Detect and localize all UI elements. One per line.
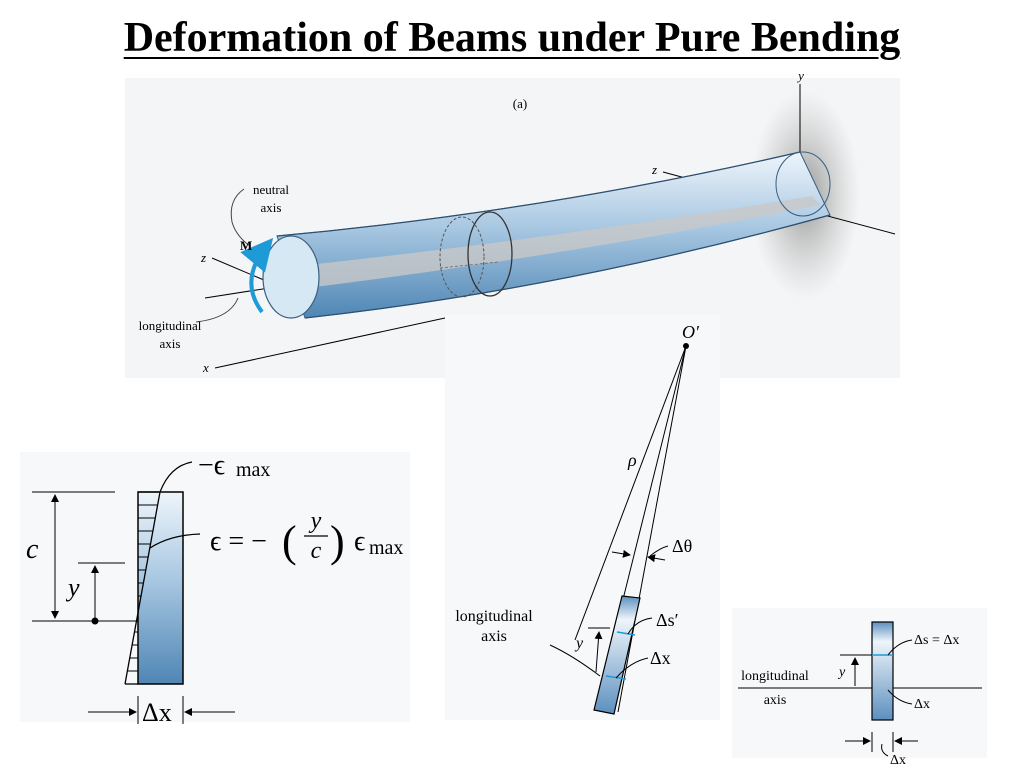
rho-line	[574, 345, 687, 641]
beam-top-edge	[276, 151, 801, 237]
longitudinal-axis-leader	[195, 297, 239, 323]
y-dim-arrow	[594, 631, 603, 673]
formula-paren-left: (	[282, 517, 297, 566]
x-axis-line	[214, 317, 446, 369]
z-axis-right-label: z	[651, 162, 657, 177]
straight-dx-bottom-label: Δx	[890, 753, 906, 768]
formula-lhs: ϵ = −	[210, 526, 267, 557]
straight-dx-label: Δx	[914, 697, 930, 712]
dx-label: Δx	[142, 698, 172, 727]
formula-sub: max	[369, 537, 403, 559]
beam-bottom-edge	[304, 214, 831, 319]
eps-max-sub: max	[236, 459, 270, 481]
curved-element-panel: O′ ρ Δθ Δs′ Δx y longitudinal axis	[445, 315, 720, 720]
neutral-axis-label-2: axis	[261, 200, 282, 215]
strain-hatching	[128, 504, 158, 672]
straight-dx-bottom-leader	[881, 743, 889, 757]
longitudinal-axis-label-2: axis	[160, 336, 181, 351]
straight-element-panel: Δs = Δx Δx Δx y longitudinal axis	[732, 608, 987, 768]
longitudinal-arc	[549, 644, 601, 677]
straight-dx-leader	[887, 689, 913, 705]
straight-longitudinal-label-2: axis	[764, 693, 787, 708]
y-label-curved: y	[574, 635, 584, 652]
formula-denominator: c	[311, 538, 322, 564]
y-axis-label: y	[796, 68, 804, 83]
c-label: c	[26, 534, 39, 565]
beam-right-end-face	[775, 151, 831, 217]
page-title: Deformation of Beams under Pure Bending	[123, 15, 901, 61]
origin-label: O′	[682, 322, 700, 342]
dtheta-arrow-left	[611, 549, 631, 558]
radius-line-right	[617, 345, 687, 713]
eps-max-leader	[159, 461, 193, 493]
neutral-surface	[280, 196, 820, 290]
rho-label: ρ	[627, 450, 637, 470]
strain-distribution-line	[124, 491, 161, 685]
longitudinal-label-curved-1: longitudinal	[455, 608, 533, 625]
straight-ds-label: Δs = Δx	[914, 633, 959, 648]
longitudinal-axis-label-1: longitudinal	[139, 318, 202, 333]
straight-y-label: y	[837, 665, 846, 680]
dx-label-curved: Δx	[650, 648, 671, 668]
ds-prime-line	[616, 631, 636, 636]
curved-panel-background	[445, 315, 720, 720]
element-slice-right	[467, 211, 513, 297]
strain-element	[137, 491, 184, 685]
formula-rhs: ϵ	[354, 526, 365, 557]
strain-distribution-panel: c y −ϵ max ϵ = − ( y c ) ϵ max Δx	[20, 450, 410, 727]
dtheta-leader	[649, 545, 669, 557]
x-axis-label: x	[202, 360, 209, 375]
y-label: y	[65, 573, 80, 602]
element-slice-left	[439, 216, 485, 298]
formula-paren-right: )	[330, 517, 345, 566]
beam-3d-panel: (a) y z z x M neutral axis longitudinal …	[125, 68, 900, 378]
straight-panel-background	[732, 608, 987, 758]
formula-numerator: y	[309, 508, 322, 534]
straight-element	[871, 621, 894, 721]
straight-longitudinal-label-1: longitudinal	[741, 669, 809, 684]
straight-ds-leader	[887, 639, 913, 656]
panel-label-a: (a)	[513, 96, 527, 111]
curved-element	[593, 595, 641, 715]
neutral-axis-label-1: neutral	[253, 182, 289, 197]
strain-panel-background	[20, 452, 410, 722]
longitudinal-label-curved-2: axis	[481, 628, 507, 645]
ds-prime-leader	[627, 617, 653, 635]
eps-formula-leader	[149, 533, 201, 549]
moment-label: M	[240, 238, 252, 253]
beam-left-end-face	[262, 235, 320, 319]
dx-leader	[615, 657, 649, 679]
z-axis-left-label: z	[200, 250, 206, 265]
dtheta-arrow-right	[647, 554, 666, 563]
ds-prime-label: Δs′	[656, 610, 679, 630]
dtheta-label: Δθ	[672, 536, 692, 556]
neutral-point	[91, 617, 99, 625]
moment-arrow	[240, 237, 274, 314]
neutral-axis-leader	[230, 188, 251, 247]
eps-max-label: −ϵ	[198, 450, 225, 481]
